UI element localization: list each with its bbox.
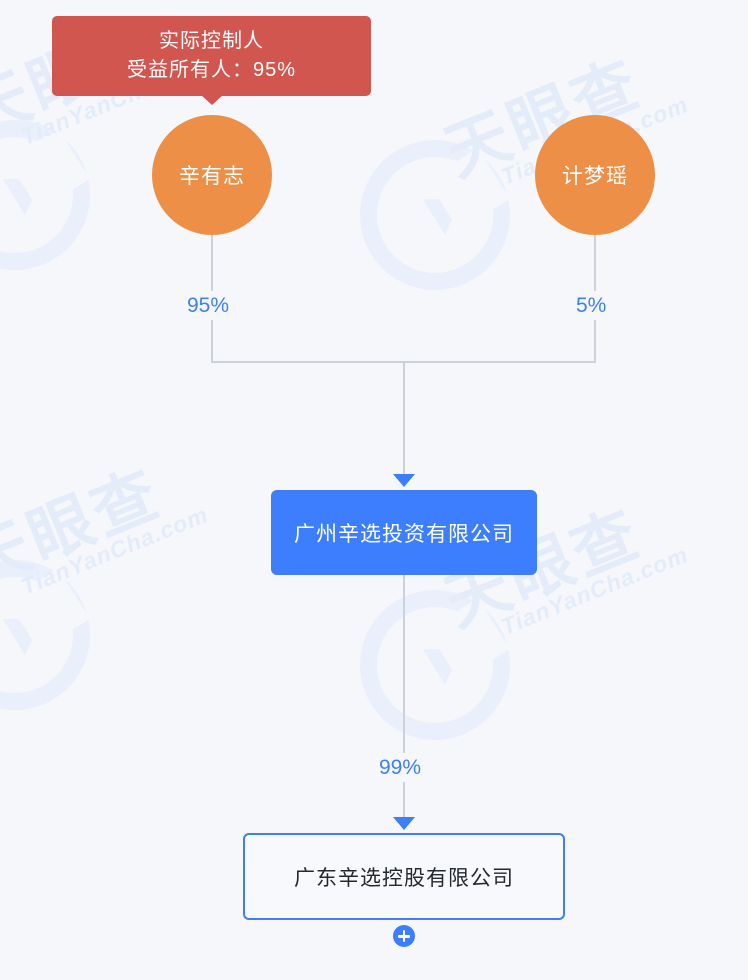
- arrow-to-company-2-icon: [393, 817, 415, 830]
- arrow-to-company-1-icon: [393, 474, 415, 487]
- watermark-text-en: TianYanCha.com: [17, 500, 212, 600]
- person-node-jimengyao[interactable]: 计梦瑶: [535, 115, 655, 235]
- watermark-text: 天眼查 TianYanCha.com: [0, 429, 212, 617]
- watermark-logo: [0, 91, 119, 299]
- company-node-guangzhou-xinxuan[interactable]: 广州辛选投资有限公司: [271, 490, 537, 575]
- actual-controller-tooltip: 实际控制人 受益所有人：95%: [52, 16, 371, 105]
- watermark-logo: [0, 531, 119, 739]
- watermark-text-cn: 天眼查: [0, 456, 171, 600]
- expand-node-plus-icon[interactable]: [393, 925, 415, 947]
- company-name: 广东辛选控股有限公司: [294, 866, 514, 890]
- connector-bus-to-company: [403, 361, 405, 481]
- watermark-logo: [331, 111, 539, 319]
- connector-company-to-subsidiary: [403, 575, 405, 824]
- tooltip-line-1: 实际控制人: [159, 30, 264, 52]
- company-node-guangdong-xinxuan[interactable]: 广东辛选控股有限公司: [243, 833, 565, 920]
- company-name: 广州辛选投资有限公司: [294, 522, 514, 546]
- watermark-logo: [331, 561, 539, 769]
- tooltip-line-2: 受益所有人：95%: [126, 59, 297, 81]
- share-label-bottom: 99%: [373, 753, 428, 782]
- person-name: 辛有志: [179, 165, 245, 188]
- share-label-left: 95%: [181, 291, 236, 320]
- person-name: 计梦瑶: [562, 165, 628, 188]
- tooltip-pointer-icon: [200, 95, 223, 105]
- person-node-xinyouzhi[interactable]: 辛有志: [152, 115, 272, 235]
- share-label-right: 5%: [570, 291, 613, 320]
